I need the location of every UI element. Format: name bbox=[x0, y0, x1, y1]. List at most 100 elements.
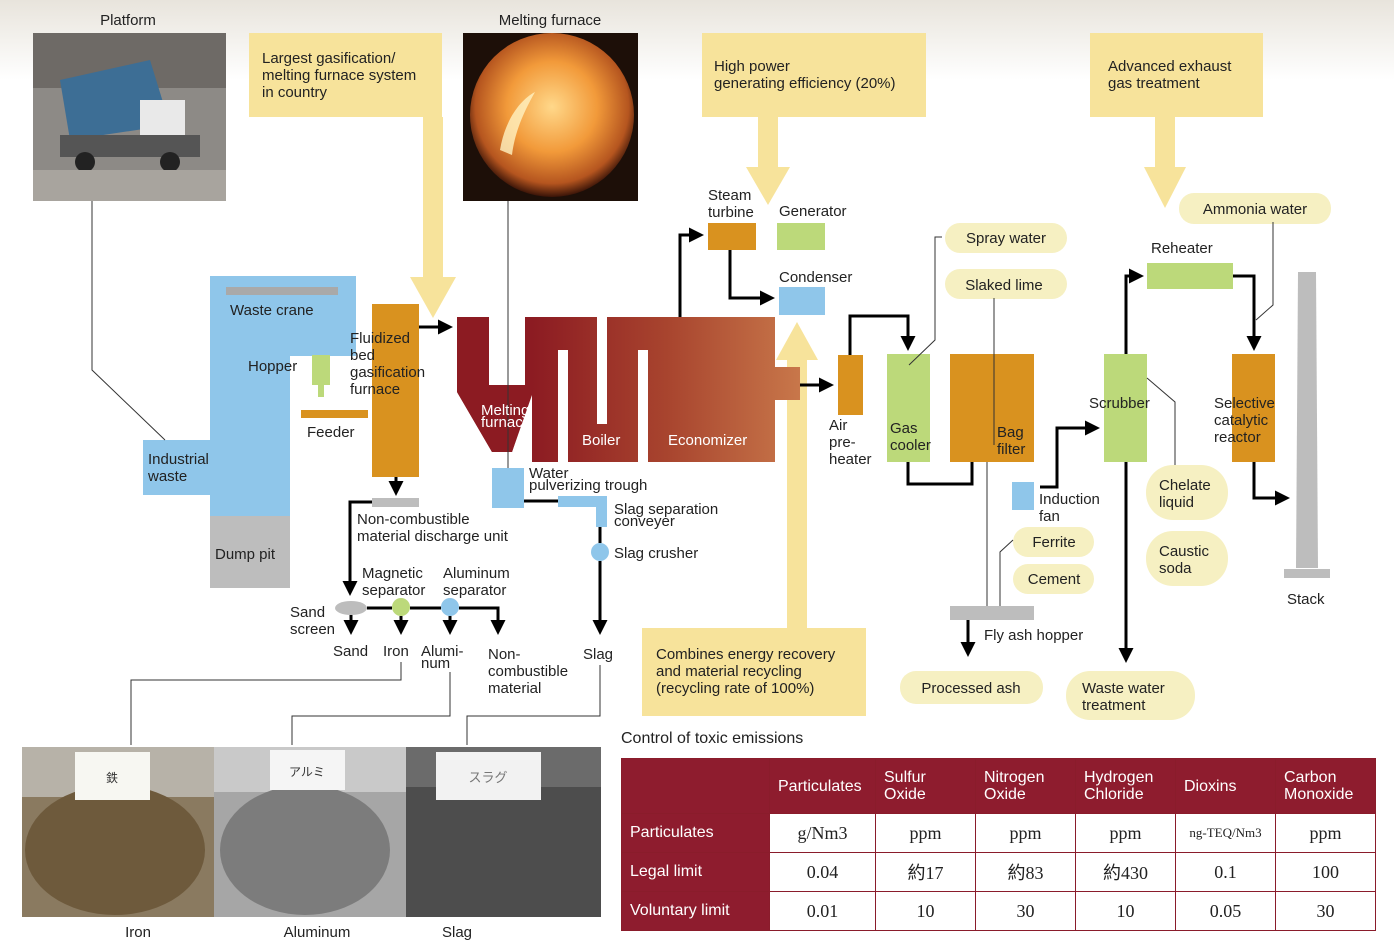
cement-pill bbox=[1013, 564, 1094, 594]
bag-filter-line: filter bbox=[997, 441, 1025, 458]
table-cell: 10 bbox=[875, 891, 976, 931]
scr-line: reactor bbox=[1214, 429, 1261, 446]
bag-filter-line: Bag bbox=[997, 424, 1024, 441]
fluidized-bed-furnace bbox=[372, 304, 419, 477]
fluidized-bed-line: gasification bbox=[350, 364, 425, 381]
boiler-baffle bbox=[558, 350, 568, 462]
sand-screen bbox=[335, 601, 367, 615]
selective-catalytic-reactor bbox=[1232, 354, 1275, 462]
leader-line bbox=[908, 236, 942, 366]
callout-gasification: Largest gasification/melting furnace sys… bbox=[249, 33, 456, 318]
slag-conveyer-line: conveyer bbox=[614, 513, 675, 530]
non-combustible-discharge-line: material discharge unit bbox=[357, 528, 509, 545]
pill-group bbox=[900, 193, 1331, 720]
slag-photo: スラグ bbox=[406, 747, 601, 917]
air-preheater-line: Air bbox=[829, 417, 847, 434]
leader-line bbox=[130, 662, 402, 745]
iron-sign: 鉄 bbox=[106, 770, 118, 785]
dump-pit-label: Dump pit bbox=[215, 546, 276, 563]
column-header-text: Carbon bbox=[1284, 769, 1337, 786]
flow-arrow bbox=[728, 250, 775, 306]
table-cell: 0.01 bbox=[769, 891, 876, 931]
caustic-soda-line: soda bbox=[1159, 560, 1192, 577]
bag-filter bbox=[950, 354, 1034, 462]
feeder bbox=[301, 410, 368, 418]
fly-ash-hopper bbox=[950, 606, 1034, 620]
table-cell: 10 bbox=[1075, 891, 1176, 931]
leader-line bbox=[91, 201, 166, 441]
column-header: Dioxins bbox=[1175, 758, 1276, 814]
slag-caption: Slag bbox=[442, 924, 472, 940]
melting-furnace-front bbox=[457, 317, 532, 452]
fly-ash-hopper-label: Fly ash hopper bbox=[984, 627, 1083, 644]
waste-water-line: treatment bbox=[1082, 697, 1146, 714]
flow-lines bbox=[342, 227, 1290, 663]
callout-gasification-line: in country bbox=[262, 84, 328, 101]
aluminum-output-line: num bbox=[421, 655, 450, 672]
leader-line bbox=[999, 539, 1014, 606]
slag-label: Slag bbox=[583, 646, 613, 663]
slag-conveyer-line: Slag separation bbox=[614, 501, 718, 518]
slag-separation-conveyer bbox=[558, 496, 607, 527]
boiler-economizer-body bbox=[532, 317, 800, 462]
gas-cooler-line: cooler bbox=[890, 437, 931, 454]
column-header-text: Chloride bbox=[1084, 786, 1144, 803]
sand-screen-line: screen bbox=[290, 621, 335, 638]
hopper-label: Hopper bbox=[248, 358, 297, 375]
table-cell: 30 bbox=[975, 891, 1076, 931]
chelate-liquid-pill bbox=[1146, 465, 1228, 520]
scrubber bbox=[1104, 354, 1147, 462]
table-row: Particulates g/Nm3 ppm ppm ppm ng-TEQ/Nm… bbox=[621, 813, 1376, 853]
table-cell: 100 bbox=[1275, 852, 1376, 892]
chelate-liquid-line: Chelate bbox=[1159, 477, 1211, 494]
aluminum-output-line: Alumi- bbox=[421, 643, 464, 660]
table-row: Legal limit 0.04 約17 約83 約430 0.1 100 bbox=[621, 852, 1376, 892]
reheater bbox=[1147, 263, 1233, 289]
column-header-text: Particulates bbox=[778, 777, 862, 795]
industrial-waste-line: Industrial bbox=[148, 451, 209, 468]
condenser-label: Condenser bbox=[779, 269, 852, 286]
callout-recycling-line: and material recycling bbox=[656, 663, 802, 680]
flow-line bbox=[906, 462, 974, 486]
dump-pit bbox=[210, 516, 290, 588]
slag-crusher-label: Slag crusher bbox=[614, 545, 698, 562]
boiler-label: Boiler bbox=[582, 432, 620, 449]
chelate-liquid-line: liquid bbox=[1159, 494, 1194, 511]
leader-lines bbox=[91, 201, 1274, 745]
induction-fan-line: Induction bbox=[1039, 491, 1100, 508]
slag-sign: スラグ bbox=[468, 771, 507, 786]
platform-label: Platform bbox=[100, 12, 156, 29]
gas-cooler-line: Gas bbox=[890, 420, 918, 437]
caustic-soda-line: Caustic bbox=[1159, 543, 1210, 560]
callout-gasification-line: Largest gasification/ bbox=[262, 50, 396, 67]
row-header: Particulates bbox=[621, 813, 770, 853]
waste-crane-label: Waste crane bbox=[230, 302, 314, 319]
stack-base bbox=[1284, 569, 1330, 578]
melting-furnace-line: Melting bbox=[481, 402, 529, 419]
aluminum-output-label: Alumi-num bbox=[421, 643, 464, 672]
spray-water-label: Spray water bbox=[966, 230, 1046, 247]
flow-arrow bbox=[342, 500, 372, 596]
table-cell: 0.1 bbox=[1175, 852, 1276, 892]
waste-water-pill bbox=[1066, 671, 1195, 720]
row-header: Voluntary limit bbox=[621, 891, 770, 931]
slag-crusher bbox=[591, 543, 609, 561]
magnetic-separator-line: separator bbox=[362, 582, 425, 599]
steam-turbine bbox=[708, 223, 756, 250]
flow-arrow bbox=[1252, 462, 1290, 506]
